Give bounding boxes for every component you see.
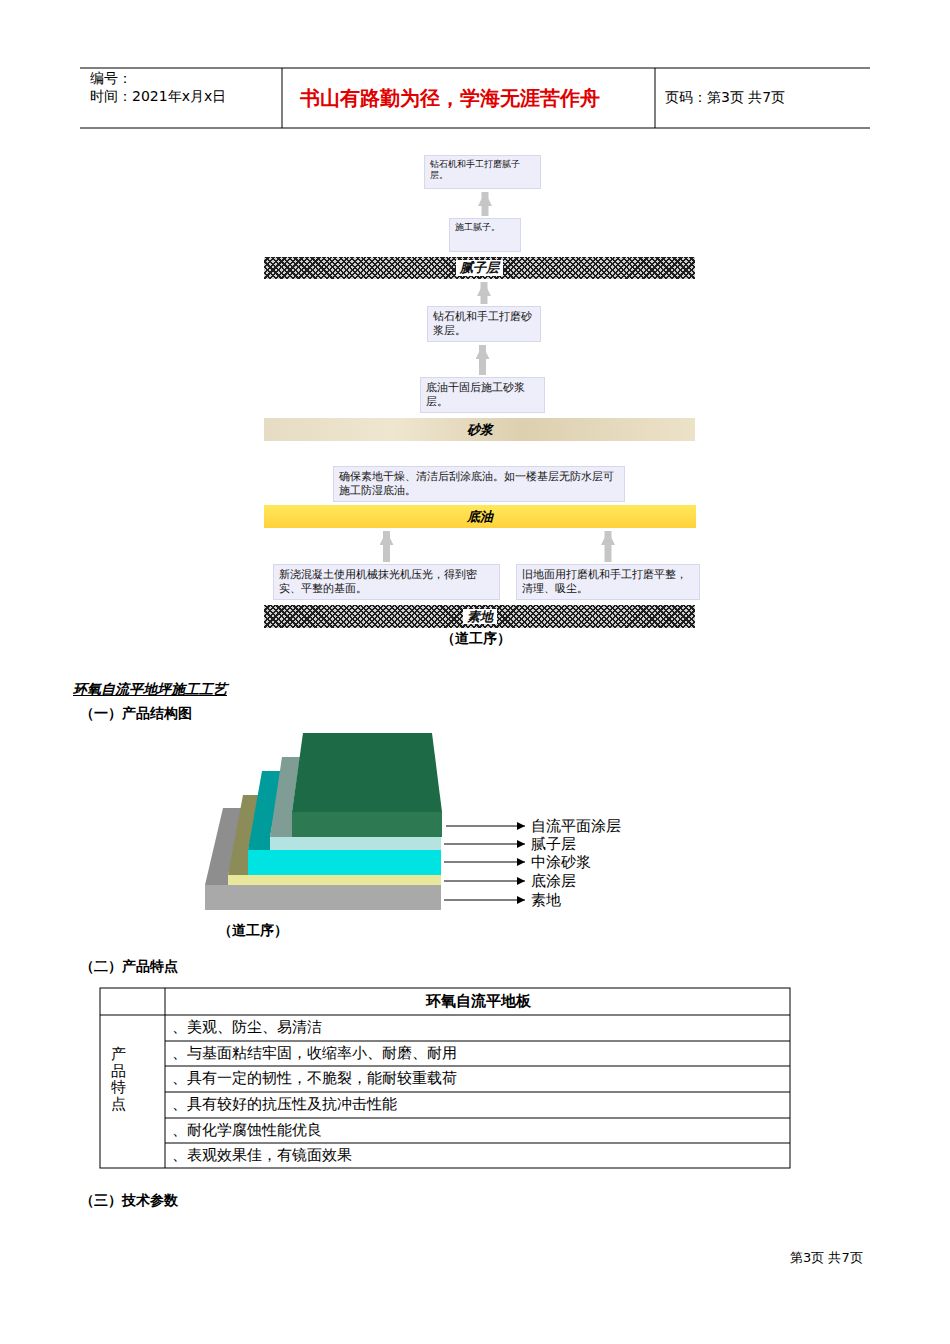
- rule: [165, 1041, 790, 1042]
- box-text: 施工腻子。: [455, 222, 515, 233]
- flow-arrow: [479, 345, 486, 375]
- flow-arrow: [481, 282, 488, 304]
- leader-line: [444, 862, 525, 863]
- header-motto: 书山有路勤为径，学海无涯苦作舟: [300, 86, 600, 110]
- layer-label: 中涂砂浆: [531, 853, 591, 871]
- section-heading: 环氧自流平地坪施工工艺: [73, 681, 227, 698]
- rule: [282, 68, 283, 128]
- process-box: 底油干固后施工砂浆层。: [420, 377, 545, 413]
- rule: [100, 1015, 790, 1016]
- table-header: 环氧自流平地板: [166, 992, 790, 1010]
- box-text: 钻石机和手工打磨腻子层。: [430, 159, 535, 180]
- table-cell: 、具有一定的韧性，不脆裂，能耐较重载荷: [172, 1070, 457, 1087]
- page-footer: 第3页 共7页: [790, 1250, 863, 1266]
- table-cell: 、具有较好的抗压性及抗冲击性能: [172, 1096, 397, 1113]
- section-heading: （一）产品结构图: [80, 705, 192, 722]
- page-number: 页码：第3页 共7页: [665, 89, 785, 106]
- leaders: [444, 826, 525, 900]
- layer-band: 砂浆: [264, 418, 695, 441]
- box-text: 确保素地干燥、清洁后刮涂底油。如一楼基层无防水层可施工防湿底油。: [339, 470, 619, 498]
- rule: [165, 1092, 790, 1093]
- band-label: 底油: [463, 509, 497, 525]
- layer-band: 腻子层: [264, 257, 695, 279]
- process-box: 确保素地干燥、清洁后刮涂底油。如一楼基层无防水层可施工防湿底油。: [333, 466, 625, 502]
- table-cell: 、耐化学腐蚀性能优良: [172, 1122, 322, 1139]
- rule: [165, 1143, 790, 1144]
- band-label: 素地: [463, 609, 497, 625]
- process-box: 新浇混凝土使用机械抹光机压光，得到密实、平整的基面。: [273, 564, 500, 600]
- flow-arrow: [605, 531, 612, 562]
- box-text: 旧地面用打磨机和手工打磨平整，清理、吸尘。: [522, 568, 694, 596]
- coating-layer: [292, 812, 442, 837]
- primer-layer: [228, 875, 441, 885]
- mortar-layer: [248, 850, 441, 875]
- layer-label: 自流平面涂层: [531, 817, 621, 835]
- process-box: 钻石机和手工打磨砂浆层。: [427, 306, 541, 342]
- putty-layer: [270, 837, 441, 850]
- process-box: 钻石机和手工打磨腻子层。: [424, 155, 541, 189]
- band-label: 腻子层: [456, 260, 503, 276]
- rule: [80, 128, 870, 129]
- concrete-layer: [205, 885, 441, 910]
- row-header: 产品特点: [111, 1046, 126, 1112]
- header-field: 时间：2021年x月x日: [90, 88, 226, 105]
- table-cell: 、表观效果佳，有镜面效果: [172, 1147, 352, 1164]
- leader-line: [444, 900, 525, 901]
- leader-line: [444, 844, 525, 845]
- table-grid: [100, 988, 790, 1168]
- figure-caption: （道工序）: [218, 922, 288, 939]
- layer-band: 底油: [264, 505, 696, 528]
- top-face: [292, 733, 442, 812]
- flow-arrow: [482, 192, 489, 216]
- layer-label: 腻子层: [531, 835, 576, 853]
- box-text: 钻石机和手工打磨砂浆层。: [433, 310, 535, 338]
- layer-block: [205, 733, 442, 910]
- rule: [80, 68, 870, 69]
- header-frame: [80, 68, 870, 128]
- band-label: 砂浆: [463, 422, 497, 438]
- leader-line: [446, 826, 525, 827]
- process-box: 施工腻子。: [449, 218, 521, 252]
- figure-caption: （道工序）: [441, 630, 511, 647]
- rule: [165, 1066, 790, 1067]
- process-box: 旧地面用打磨机和手工打磨平整，清理、吸尘。: [516, 564, 700, 600]
- flow-arrow: [383, 531, 390, 562]
- table-cell: 、与基面粘结牢固，收缩率小、耐磨、耐用: [172, 1045, 457, 1062]
- layer-band: 素地: [264, 605, 695, 628]
- rule: [165, 1118, 790, 1119]
- section-heading: （二）产品特点: [80, 958, 178, 975]
- rule: [655, 68, 656, 128]
- section-heading: （三）技术参数: [80, 1192, 178, 1209]
- leader-line: [444, 881, 525, 882]
- box-text: 底油干固后施工砂浆层。: [426, 381, 539, 409]
- layer-label: 素地: [531, 891, 561, 909]
- table-cell: 、美观、防尘、易清洁: [172, 1019, 322, 1036]
- box-text: 新浇混凝土使用机械抹光机压光，得到密实、平整的基面。: [279, 568, 494, 596]
- layer-label: 底涂层: [531, 872, 576, 890]
- table-border: [100, 988, 790, 1168]
- header-field: 编号：: [90, 70, 132, 87]
